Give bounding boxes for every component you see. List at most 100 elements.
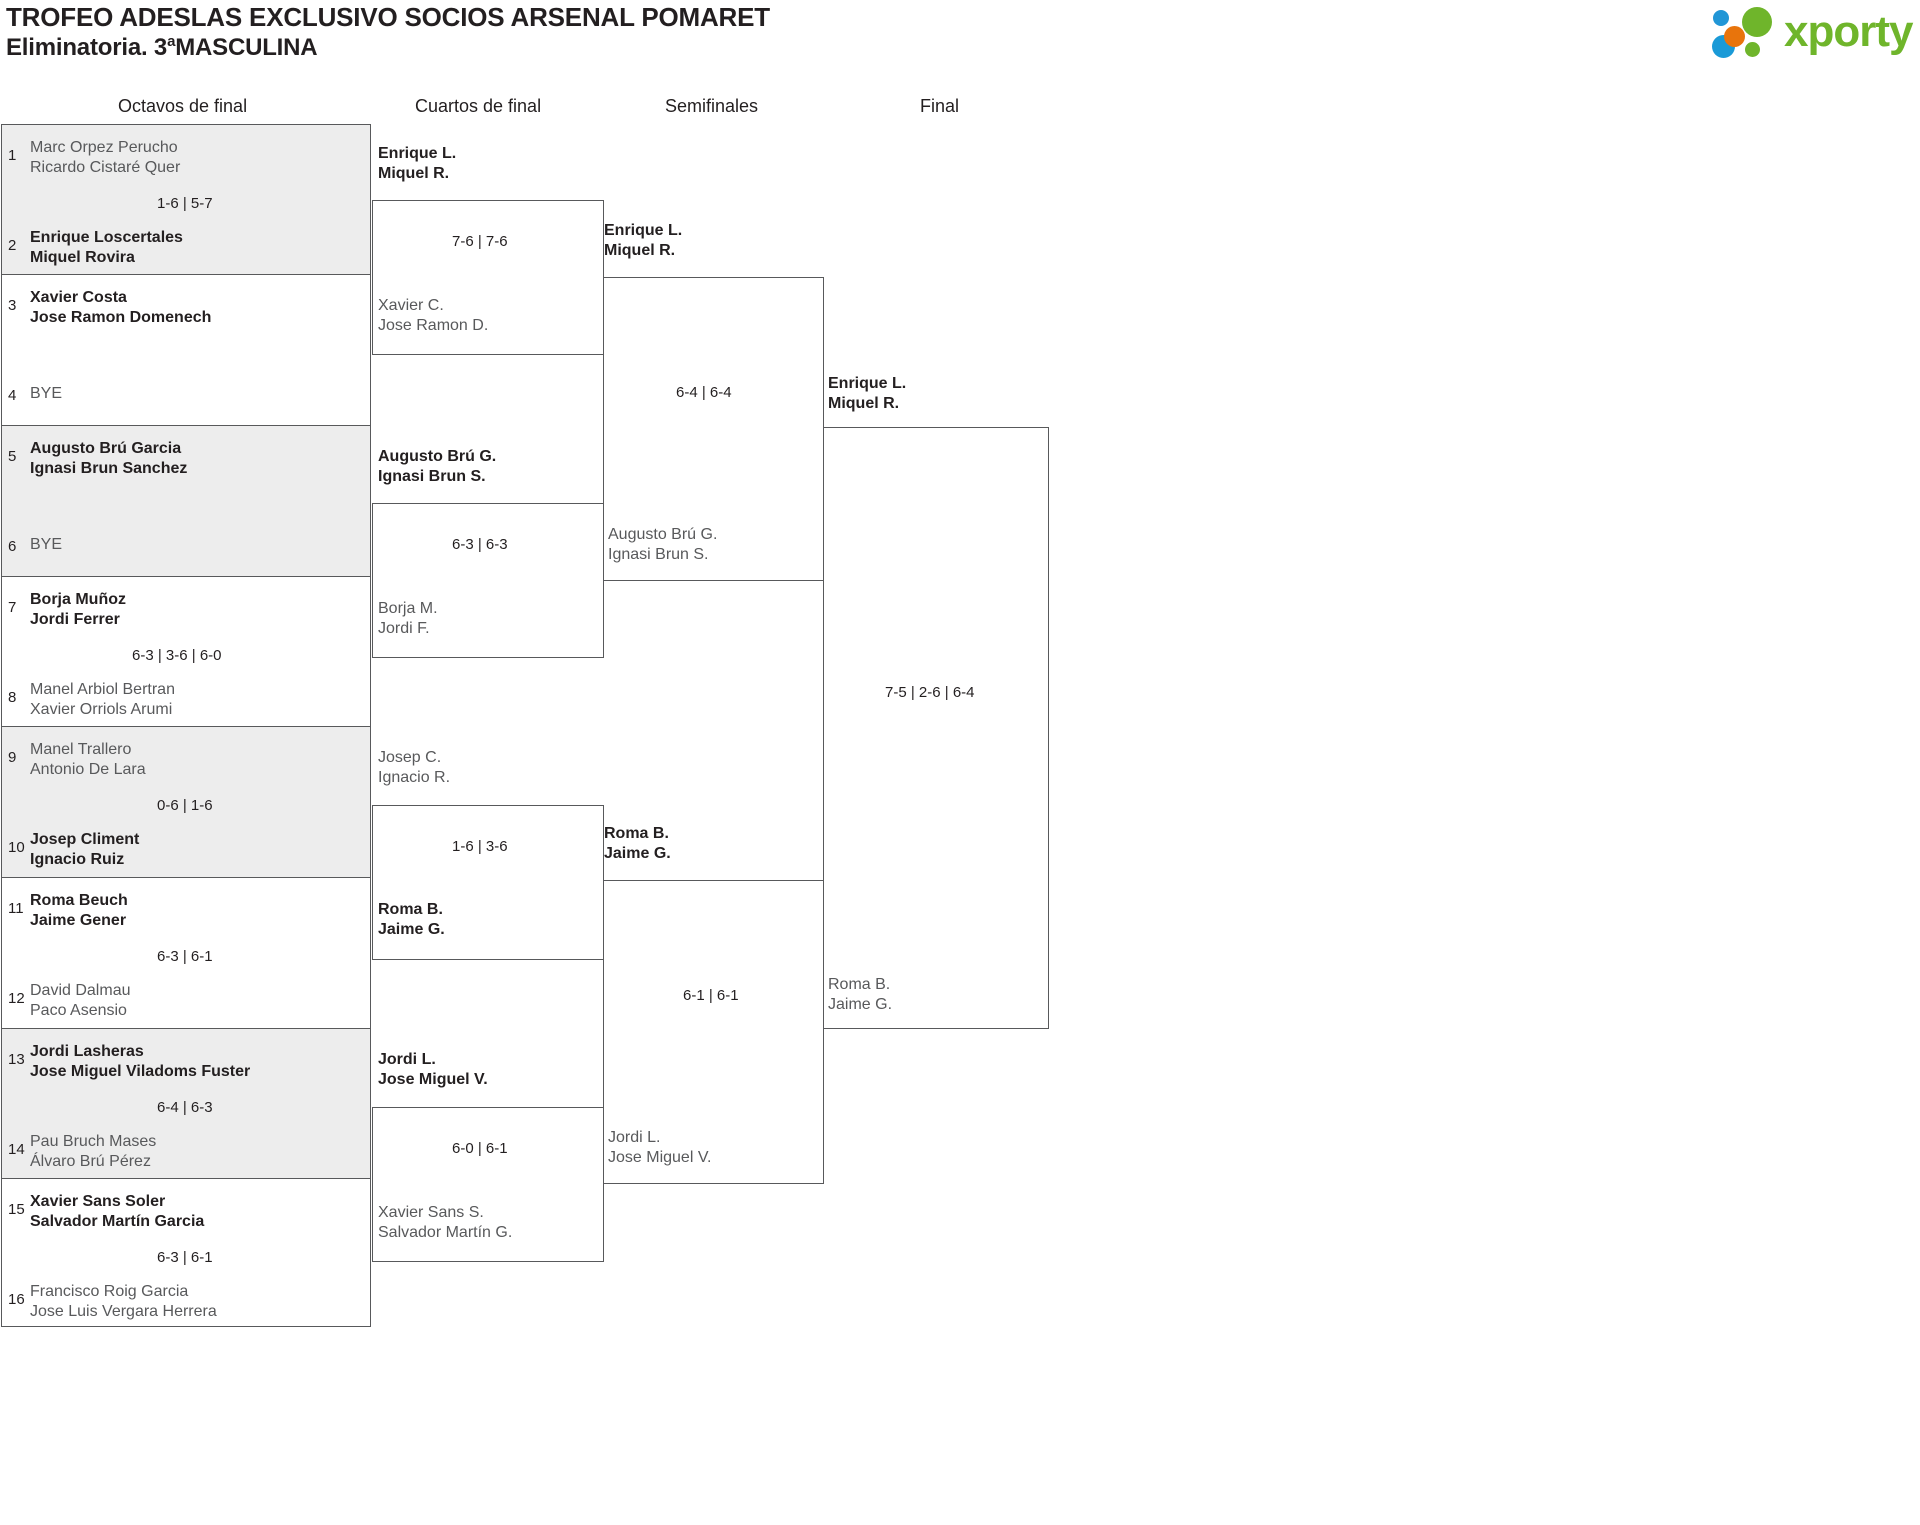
team-name-line1: David Dalmau [30, 982, 131, 999]
round2-team-line1: Jordi L. [378, 1051, 436, 1068]
logo-dot-blue-small-icon [1713, 10, 1729, 26]
seed-number: 7 [8, 599, 17, 616]
round3-match-score: 6-4 | 6-4 [676, 384, 732, 401]
xporty-logo[interactable]: xporty [1712, 4, 1917, 60]
round4-team-line1: Roma B. [828, 976, 891, 993]
subtitle-post: MASCULINA [175, 34, 318, 61]
round2-team-line2: Jose Miguel V. [378, 1071, 488, 1088]
team-name-line1: Borja Muñoz [30, 591, 126, 608]
team-name-line2: Álvaro Brú Pérez [30, 1153, 151, 1170]
team-name-line1: Roma Beuch [30, 892, 128, 909]
round3-team-line2: Jose Miguel V. [608, 1149, 712, 1166]
round3-team-line2: Jaime G. [604, 845, 671, 862]
round1-match[interactable]: 11 Roma Beuch Jaime Gener 6-3 | 6-1 12 D… [2, 878, 370, 1029]
round1-match[interactable]: 5 Augusto Brú Garcia Ignasi Brun Sanchez… [2, 426, 370, 577]
round4-team-line2: Miquel R. [828, 395, 900, 412]
round2-team-line1: Borja M. [378, 600, 438, 617]
team-name-line2: Salvador Martín Garcia [30, 1213, 205, 1230]
team-name-line2: Ignacio Ruiz [30, 851, 125, 868]
round2-team-line2: Jose Ramon D. [378, 317, 489, 334]
round2-team-line2: Miquel R. [378, 165, 450, 182]
seed-number: 8 [8, 689, 17, 706]
round2-match-score: 1-6 | 3-6 [452, 838, 508, 855]
round4-team-line2: Jaime G. [828, 996, 893, 1013]
team-name-line2: Jose Miguel Viladoms Fuster [30, 1063, 251, 1080]
round2-team-line2: Ignacio R. [378, 769, 451, 786]
round2-team-line2: Salvador Martín G. [378, 1224, 513, 1241]
seed-number: 13 [8, 1051, 25, 1068]
round1-match[interactable]: 7 Borja Muñoz Jordi Ferrer 6-3 | 3-6 | 6… [2, 577, 370, 727]
team-name-line1: Manel Trallero [30, 741, 132, 758]
round3-team-line1: Jordi L. [608, 1129, 661, 1146]
tournament-subtitle: Eliminatoria. 3aMASCULINA [6, 33, 318, 62]
round2-team-line2: Jaime G. [378, 921, 445, 938]
round3-team-line1: Roma B. [604, 825, 669, 842]
round1-match[interactable]: 13 Jordi Lasheras Jose Miguel Viladoms F… [2, 1029, 370, 1179]
round3-team-line1: Enrique L. [604, 222, 683, 239]
round-header-octavos: Octavos de final [118, 96, 248, 116]
seed-number: 3 [8, 297, 17, 314]
team-name-line2: Ignasi Brun Sanchez [30, 460, 188, 477]
team-name-line2: Ricardo Cistaré Quer [30, 159, 181, 176]
match-score: 1-6 | 5-7 [157, 195, 213, 212]
round3-match-score: 6-1 | 6-1 [683, 987, 739, 1004]
round2-team-line1: Augusto Brú G. [378, 448, 497, 465]
team-name-line1: Francisco Roig Garcia [30, 1283, 189, 1300]
round2-match-score: 7-6 | 7-6 [452, 233, 508, 250]
logo-dot-green-large-icon [1742, 7, 1772, 37]
round2-match-score: 6-0 | 6-1 [452, 1140, 508, 1157]
team-name-line1: Augusto Brú Garcia [30, 440, 182, 457]
round2-team-line1: Enrique L. [378, 145, 457, 162]
team-name-line1: Jordi Lasheras [30, 1043, 144, 1060]
round2-team-line2: Ignasi Brun S. [378, 468, 486, 485]
round2-team-line1: Josep C. [378, 749, 442, 766]
round3-match-box[interactable] [603, 880, 824, 1184]
seed-number: 16 [8, 1291, 25, 1308]
team-name-line2: Jordi Ferrer [30, 611, 120, 628]
round1-match[interactable]: 15 Xavier Sans Soler Salvador Martín Gar… [2, 1179, 370, 1326]
team-name-line2: Paco Asensio [30, 1002, 127, 1019]
match-score: 0-6 | 1-6 [157, 797, 213, 814]
round4-match-box[interactable] [823, 427, 1049, 1029]
match-score: 6-3 | 6-1 [157, 948, 213, 965]
team-name-line1: Xavier Sans Soler [30, 1193, 166, 1210]
seed-number: 14 [8, 1141, 25, 1158]
round-header-final: Final [920, 96, 960, 116]
team-name-line1: Manel Arbiol Bertran [30, 681, 175, 698]
tournament-title: TROFEO ADESLAS EXCLUSIVO SOCIOS ARSENAL … [6, 2, 770, 32]
team-name-line1: Pau Bruch Mases [30, 1133, 157, 1150]
logo-dot-orange-icon [1724, 26, 1745, 47]
team-name-line2: Miquel Rovira [30, 249, 135, 266]
match-score: 6-3 | 6-1 [157, 1249, 213, 1266]
round-header-cuartos: Cuartos de final [415, 96, 542, 116]
round2-team-line1: Xavier C. [378, 297, 444, 314]
match-score: 6-4 | 6-3 [157, 1099, 213, 1116]
bye-label: BYE [30, 536, 63, 553]
team-name-line2: Antonio De Lara [30, 761, 146, 778]
seed-number: 1 [8, 147, 17, 164]
round-header-semifinales: Semifinales [665, 96, 759, 116]
seed-number: 5 [8, 448, 17, 465]
team-name-line1: Enrique Loscertales [30, 229, 183, 246]
seed-number: 15 [8, 1201, 25, 1218]
round3-team-line2: Ignasi Brun S. [608, 546, 709, 563]
team-name-line1: Xavier Costa [30, 289, 127, 306]
seed-number: 9 [8, 749, 17, 766]
team-name-line1: Marc Orpez Perucho [30, 139, 178, 156]
team-name-line2: Xavier Orriols Arumi [30, 701, 173, 718]
round1-match[interactable]: 1 Marc Orpez Perucho Ricardo Cistaré Que… [2, 125, 370, 275]
subtitle-ordinal: a [167, 33, 176, 50]
match-score: 6-3 | 3-6 | 6-0 [132, 647, 222, 664]
team-name-line2: Jaime Gener [30, 912, 127, 929]
round1-match[interactable]: 3 Xavier Costa Jose Ramon Domenech 4 BYE [2, 275, 370, 426]
team-name-line2: Jose Ramon Domenech [30, 309, 212, 326]
round1-container: 1 Marc Orpez Perucho Ricardo Cistaré Que… [1, 124, 371, 1327]
team-name-line1: Josep Climent [30, 831, 140, 848]
round2-match-score: 6-3 | 6-3 [452, 536, 508, 553]
round1-match[interactable]: 9 Manel Trallero Antonio De Lara 0-6 | 1… [2, 727, 370, 878]
bye-label: BYE [30, 385, 63, 402]
round3-team-line2: Miquel R. [604, 242, 676, 259]
round2-match-box[interactable] [372, 1107, 604, 1262]
logo-wordmark: xporty [1784, 7, 1913, 56]
